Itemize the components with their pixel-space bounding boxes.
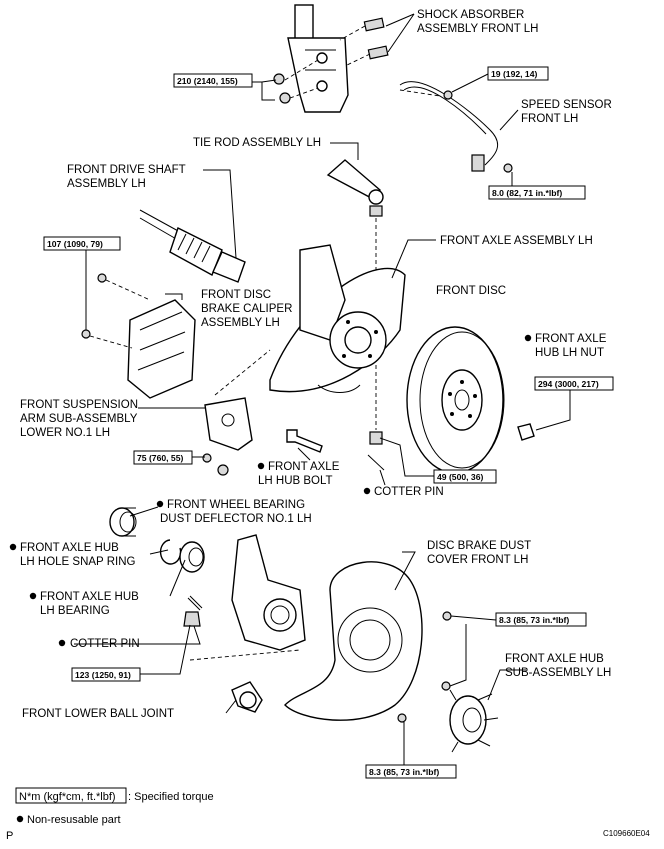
- shock-absorber-drawing: [273, 4, 389, 113]
- speed-sensor-drawing: [399, 81, 513, 173]
- non-reusable-bullet-icon: [363, 487, 371, 495]
- steering-knuckle-drawing: [189, 534, 306, 661]
- legend-unit-description: : Specified torque: [128, 791, 214, 803]
- suspension-arm-label: FRONT SUSPENSION ARM SUB-ASSEMBLY LOWER …: [20, 399, 138, 439]
- disc-brake-dust-cover-label: DISC BRAKE DUST COVER FRONT LH: [427, 540, 531, 566]
- leader-lines: [74, 13, 571, 765]
- dust-deflector-label-line2: DUST DEFLECTOR NO.1 LH: [160, 513, 312, 525]
- cotter-pin-top-label-text: COTTER PIN: [374, 486, 444, 498]
- bearing-label: FRONT AXLE HUB LH BEARING: [29, 591, 139, 617]
- non-reusable-bullet-icon: [16, 815, 24, 823]
- torque-107-text: 107 (1090, 79): [47, 239, 103, 249]
- snap-ring-label-line1: FRONT AXLE HUB: [20, 542, 119, 554]
- torque-49: 49 (500, 36): [433, 469, 497, 484]
- torque-123-text: 123 (1250, 91): [75, 670, 131, 680]
- suspension-arm-label-line3: LOWER NO.1 LH: [20, 427, 110, 439]
- drive-shaft-label-line1: FRONT DRIVE SHAFT: [67, 164, 186, 176]
- torque-19-text: 19 (192, 14): [491, 69, 537, 79]
- hub-nut-label-line2: HUB LH NUT: [535, 347, 604, 359]
- hub-nut-label: FRONT AXLE HUB LH NUT: [524, 333, 607, 359]
- legend-unit-box: [15, 787, 127, 804]
- drive-shaft-label: FRONT DRIVE SHAFT ASSEMBLY LH: [67, 164, 186, 190]
- caliper-label-line1: FRONT DISC: [201, 289, 271, 301]
- suspension-arm-label-line2: ARM SUB-ASSEMBLY: [20, 413, 138, 425]
- cotter-pin-bottom-label: COTTER PIN: [58, 638, 140, 650]
- hub-bolt-drawing: [286, 429, 385, 471]
- dust-deflector-label-line1: FRONT WHEEL BEARING: [167, 499, 305, 511]
- non-reusable-bullet-icon: [257, 462, 265, 470]
- shock-absorber-label: SHOCK ABSORBER ASSEMBLY FRONT LH: [417, 9, 538, 35]
- dust-deflector-drawing: [109, 507, 137, 537]
- shock-absorber-label-line2: ASSEMBLY FRONT LH: [417, 23, 538, 35]
- legend: N*m (kgf*cm, ft.*lbf) : Specified torque…: [15, 787, 214, 826]
- drive-shaft-drawing: [139, 209, 246, 283]
- torque-19: 19 (192, 14): [487, 66, 549, 81]
- caliper-label-line2: BRAKE CALIPER: [201, 303, 292, 315]
- hub-sub-label-line1: FRONT AXLE HUB: [505, 653, 604, 665]
- speed-sensor-label-line2: FRONT LH: [521, 113, 578, 125]
- hub-bolt-label-line1: FRONT AXLE: [268, 461, 340, 473]
- figure-id: C109660E04: [603, 829, 650, 838]
- legend-unit-box-text: N*m (kgf*cm, ft.*lbf): [19, 791, 116, 803]
- speed-sensor-label-line1: SPEED SENSOR: [521, 99, 612, 111]
- legend-non-reusable-text: Non-resusable part: [27, 814, 121, 826]
- torque-75-text: 75 (760, 55): [137, 453, 183, 463]
- dust-cover-label-line1: DISC BRAKE DUST: [427, 540, 531, 552]
- caliper-label-line3: ASSEMBLY LH: [201, 317, 280, 329]
- caliper-label: FRONT DISC BRAKE CALIPER ASSEMBLY LH: [201, 289, 292, 329]
- ball-joint-label: FRONT LOWER BALL JOINT: [22, 708, 174, 720]
- hub-sub-assembly-label: FRONT AXLE HUB SUB-ASSEMBLY LH: [505, 653, 611, 679]
- torque-75: 75 (760, 55): [133, 450, 193, 465]
- torque-210-text: 210 (2140, 155): [177, 76, 238, 86]
- hub-nut-label-line1: FRONT AXLE: [535, 333, 607, 345]
- torque-8-3-upper: 8.3 (85, 73 in.*lbf): [495, 612, 587, 627]
- non-reusable-bullet-icon: [524, 334, 532, 342]
- hub-sub-label-line2: SUB-ASSEMBLY LH: [505, 667, 611, 679]
- torque-8-3-lower-text: 8.3 (85, 73 in.*lbf): [369, 767, 439, 777]
- bearing-drawing: [179, 541, 205, 573]
- torque-107: 107 (1090, 79): [43, 236, 121, 251]
- speed-sensor-label: SPEED SENSOR FRONT LH: [521, 99, 612, 125]
- hub-bolt-label: FRONT AXLE LH HUB BOLT: [257, 461, 340, 487]
- drive-shaft-label-line2: ASSEMBLY LH: [67, 178, 146, 190]
- caliper-drawing: [81, 273, 196, 399]
- hub-bolt-label-line2: LH HUB BOLT: [258, 475, 333, 487]
- dust-cover-drawing: [284, 561, 452, 723]
- torque-8-3-upper-text: 8.3 (85, 73 in.*lbf): [499, 615, 569, 625]
- suspension-arm-drawing: [202, 349, 271, 476]
- non-reusable-bullet-icon: [156, 500, 164, 508]
- non-reusable-bullet-icon: [58, 639, 66, 647]
- ball-joint-drawing: [231, 681, 263, 713]
- front-disc-drawing: [406, 326, 535, 474]
- torque-8-0: 8.0 (82, 71 in.*lbf): [488, 185, 586, 200]
- axle-assembly-label: FRONT AXLE ASSEMBLY LH: [440, 235, 593, 247]
- front-disc-label: FRONT DISC: [436, 285, 506, 297]
- torque-123: 123 (1250, 91): [71, 667, 141, 682]
- hub-sub-assembly-drawing: [449, 689, 499, 753]
- lower-cotter-pin-drawing: [183, 595, 203, 627]
- cotter-pin-bottom-label-text: COTTER PIN: [70, 638, 140, 650]
- dust-deflector-label: FRONT WHEEL BEARING DUST DEFLECTOR NO.1 …: [156, 499, 312, 525]
- torque-49-text: 49 (500, 36): [437, 472, 483, 482]
- torque-8-3-lower: 8.3 (85, 73 in.*lbf): [365, 764, 457, 779]
- torque-294-text: 294 (3000, 217): [538, 379, 599, 389]
- torque-294: 294 (3000, 217): [534, 376, 614, 391]
- snap-ring-label-line2: LH HOLE SNAP RING: [20, 556, 136, 568]
- shock-absorber-label-line1: SHOCK ABSORBER: [417, 9, 524, 21]
- non-reusable-bullet-icon: [9, 543, 17, 551]
- torque-8-0-text: 8.0 (82, 71 in.*lbf): [492, 188, 562, 198]
- page-mark: P: [6, 830, 13, 842]
- bearing-label-line1: FRONT AXLE HUB: [40, 591, 139, 603]
- axle-assembly-drawing: [269, 244, 406, 393]
- dust-cover-label-line2: COVER FRONT LH: [427, 554, 528, 566]
- snap-ring-drawing: [159, 539, 182, 565]
- torque-210: 210 (2140, 155): [173, 73, 253, 88]
- cotter-pin-top-label: COTTER PIN: [363, 486, 444, 498]
- snap-ring-label: FRONT AXLE HUB LH HOLE SNAP RING: [9, 542, 136, 568]
- tie-rod-label: TIE ROD ASSEMBLY LH: [193, 137, 321, 149]
- non-reusable-bullet-icon: [29, 592, 37, 600]
- suspension-arm-label-line1: FRONT SUSPENSION: [20, 399, 138, 411]
- bearing-label-line2: LH BEARING: [40, 605, 110, 617]
